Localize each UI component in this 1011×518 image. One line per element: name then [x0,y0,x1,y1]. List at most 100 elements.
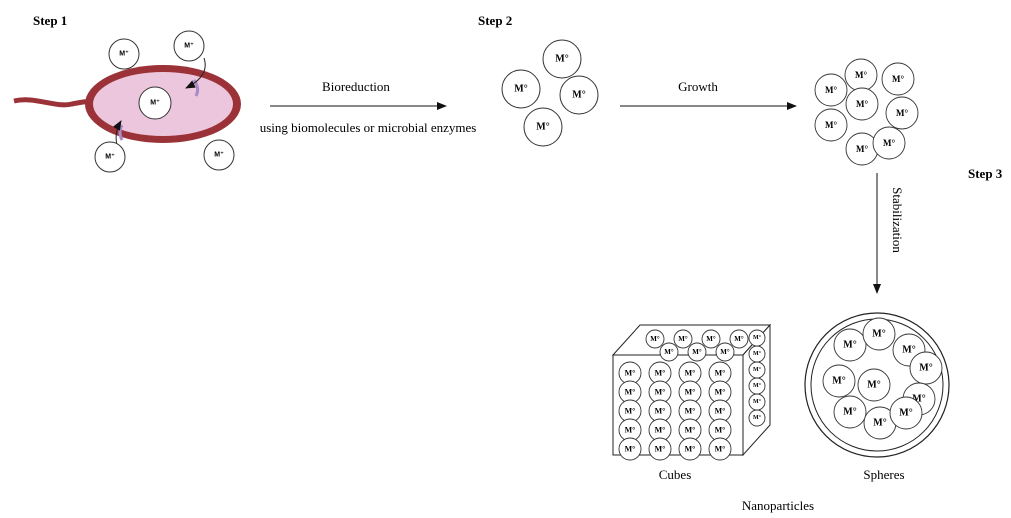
atom-label: M° [856,99,868,109]
bioreduction-label: Bioreduction [322,79,390,94]
bacterium: M⁺ [13,57,241,146]
nanoparticle-cube: M°M°M°M°M°M°M°M°M°M°M°M°M°M°M°M°M°M°M°M°… [611,323,772,461]
atom: M° [872,126,906,160]
atom-label: M° [892,74,904,84]
atom-label: M° [715,407,726,416]
bioreduction-sublabel: using biomolecules or microbial enzymes [260,120,477,135]
atom-label: M° [715,426,726,435]
atom-label: M° [655,445,666,454]
ion-label: M⁺ [214,151,224,159]
ion-out-4: M⁺ [203,139,235,171]
atom-label: M° [867,380,880,391]
atom: M° [678,437,702,461]
atom-label: M° [625,388,636,397]
atom: M° [748,329,766,347]
atom: M° [845,87,879,121]
ion-out-3: M⁺ [94,141,126,173]
atom-label: M° [572,90,585,101]
ion-out-1: M⁺ [108,38,140,70]
atom-label: M° [536,122,549,133]
atom-label: M° [872,329,885,340]
atom: M° [862,317,896,351]
atom-label: M° [856,144,868,154]
atom: M° [645,329,665,349]
atom: M° [678,380,702,404]
cubes-label: Cubes [659,467,692,482]
atom: M° [844,58,878,92]
atom-label: M° [753,382,762,389]
cluster: M° M° M° M° M° M° M° M° [814,58,919,166]
atom: M° [678,418,702,442]
atom: M° [648,399,672,423]
atom-label: M° [753,366,762,373]
atom-label: M° [655,388,666,397]
atom-label: M° [832,376,845,387]
ion-label: M⁺ [119,50,129,58]
atom-label: M° [912,394,925,405]
flagellum [13,97,99,108]
atom: M° [845,132,879,166]
atom-label: M° [734,335,744,343]
atom-label: M° [843,340,856,351]
ion-label: M⁺ [184,42,194,50]
growth-label: Growth [678,79,718,94]
atom-label: M° [514,84,527,95]
atom: M° [881,62,915,96]
atom: M° [748,393,766,411]
nanoparticles-caption: Nanoparticles [742,498,814,513]
uptake-arrow-top [185,57,206,89]
atom-label: M° [883,138,895,148]
atom-label: M° [715,445,726,454]
atom-label: M° [655,369,666,378]
step3-label: Step 3 [968,166,1003,181]
atom: M° [708,437,732,461]
atom-label: M° [899,408,912,419]
ion-out-2: M⁺ [173,30,205,62]
atom-label: M° [825,120,837,130]
atom: M° [822,364,856,398]
atom: M° [909,351,943,385]
step1-label: Step 1 [33,13,67,28]
atom-label: M° [919,363,932,374]
atom-label: M° [625,407,636,416]
atom-label: M° [896,108,908,118]
atom-label: M° [655,426,666,435]
atom: M° [748,409,766,427]
atom: M° [715,342,735,362]
atom-label: M° [555,54,568,65]
atom: M° [729,329,749,349]
step2-atoms: M° M° M° M° [501,39,599,147]
atom-label: M° [902,345,915,356]
atom: M° [748,345,766,363]
atom: M° [833,328,867,362]
atom: M° [748,361,766,379]
atom-label: M° [753,334,762,341]
ion-inside [138,86,172,120]
atom-label: M° [664,348,674,356]
atom-label: M° [685,426,696,435]
atom: M° [814,73,848,107]
atom-label: M° [753,398,762,405]
atom-label: M° [706,335,716,343]
atom-label: M° [685,388,696,397]
atom: M° [648,437,672,461]
atom: M° [618,380,642,404]
atom: M° [701,329,721,349]
atom-label: M° [655,407,666,416]
atom: M° [889,396,923,430]
atom-label: M° [720,348,730,356]
atom-label: M° [753,350,762,357]
atom: M° [885,96,919,130]
stabilization-label: Stabilization [890,187,905,253]
atom-label: M° [873,418,886,429]
atom: M° [618,437,642,461]
atom: M° [814,108,848,142]
atom: M° [833,395,867,429]
atom: M° [618,418,642,442]
atom-label: M° [753,414,762,421]
ion-label: M⁺ [105,153,115,161]
atom: M° [708,380,732,404]
atom-label: M° [715,369,726,378]
atom-label: M° [855,70,867,80]
